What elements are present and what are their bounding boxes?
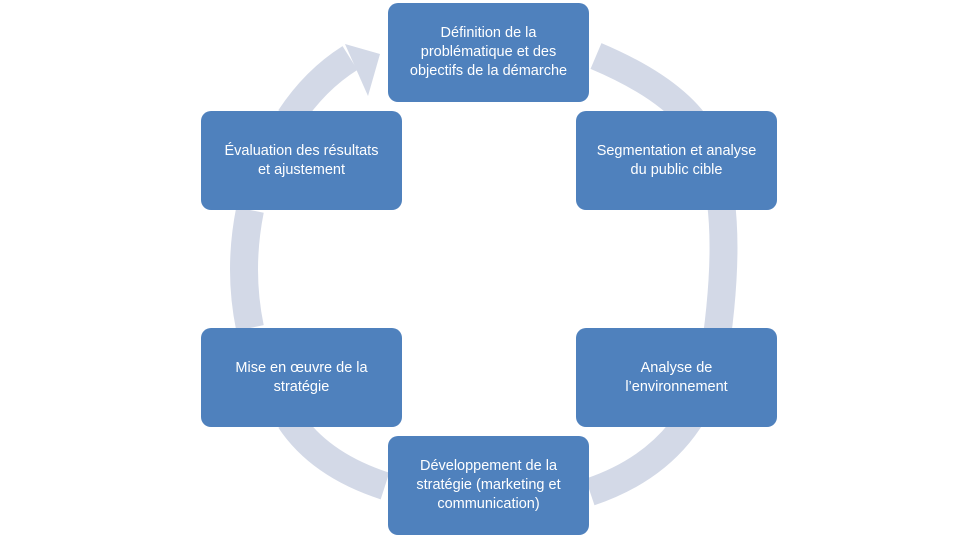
step-development-label: Développement de la stratégie (marketing… xyxy=(416,458,561,512)
ring-arc-bottom-left xyxy=(278,411,390,500)
cycle-arrow-head xyxy=(345,44,380,96)
step-implementation-label: Mise en œuvre de la stratégie xyxy=(235,359,368,395)
step-evaluation-label: Évaluation des résultats et ajustement xyxy=(224,142,379,178)
ring-arc-left xyxy=(230,207,264,331)
step-definition-box: Définition de la problématique et des ob… xyxy=(388,3,589,102)
step-evaluation-box: Évaluation des résultats et ajustement xyxy=(201,111,402,210)
step-environment-label: Analyse de l’environnement xyxy=(625,359,728,395)
step-definition-label: Définition de la problématique et des ob… xyxy=(409,25,568,79)
ring-arc-top-left xyxy=(278,46,358,126)
step-implementation-box: Mise en œuvre de la stratégie xyxy=(201,328,402,427)
step-environment-box: Analyse de l’environnement xyxy=(576,328,777,427)
step-segmentation-label: Segmentation et analyse du public cible xyxy=(596,142,757,178)
ring-arc-right xyxy=(585,43,738,506)
step-segmentation-box: Segmentation et analyse du public cible xyxy=(576,111,777,210)
step-development-box: Développement de la stratégie (marketing… xyxy=(388,436,589,535)
